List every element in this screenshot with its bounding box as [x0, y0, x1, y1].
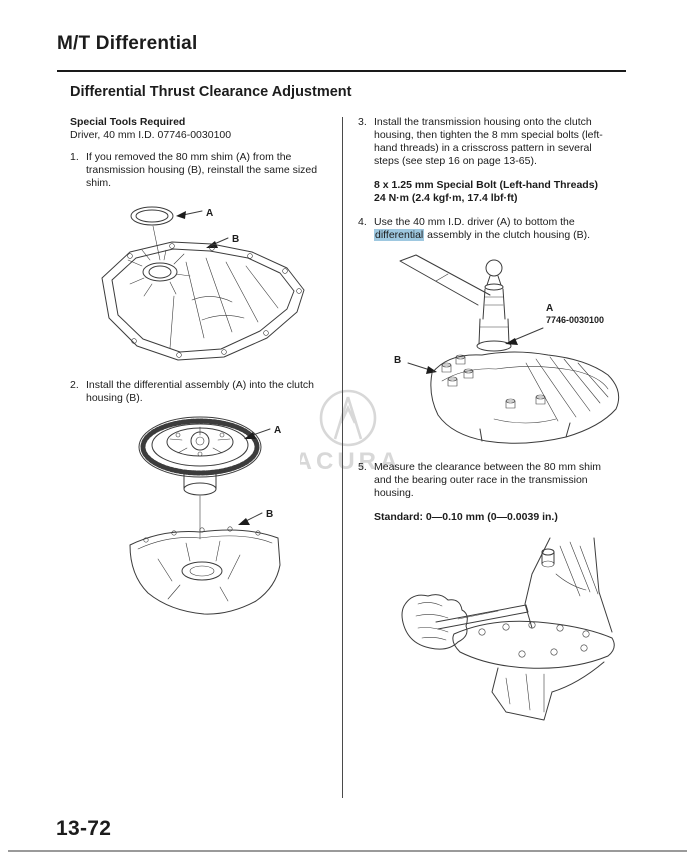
step-2-number: 2.	[70, 379, 79, 391]
figure-feeler-gauge-measurement	[398, 534, 644, 728]
step-2-text: Install the differential assembly (A) in…	[86, 379, 315, 404]
left-column: Special Tools Required Driver, 40 mm I.D…	[70, 116, 342, 625]
step-4-line2: assembly in the clutch housing (B).	[424, 229, 591, 241]
step-1-text: If you removed the 80 mm shim (A) from t…	[86, 151, 318, 189]
search-highlight: differential	[374, 229, 425, 241]
step-3: 3. Install the transmission housing onto…	[358, 116, 644, 168]
fig2-label-a: A	[274, 425, 281, 436]
header-rule	[57, 70, 626, 72]
step-1: 1. If you removed the 80 mm shim (A) fro…	[70, 151, 342, 190]
acura-caliper-icon	[333, 396, 363, 440]
step-4-text: Use the 40 mm I.D. driver (A) to bottom …	[374, 216, 644, 242]
fig3-tool-number: 7746-0030100	[546, 315, 604, 325]
fig3-label-a: A	[546, 303, 553, 314]
page-number: 13-72	[56, 817, 112, 840]
bolt-spec-line2: 24 N·m (2.4 kgf·m, 17.4 lbf·ft)	[374, 192, 518, 204]
step-2: 2. Install the differential assembly (A)…	[70, 379, 342, 405]
step-5-number: 5.	[358, 461, 367, 473]
step-3-number: 3.	[358, 116, 367, 128]
right-column: 3. Install the transmission housing onto…	[358, 116, 644, 728]
bolt-spec-line1: 8 x 1.25 mm Special Bolt (Left-hand Thre…	[374, 179, 599, 191]
step-1-number: 1.	[70, 151, 79, 163]
special-tools-heading: Special Tools Required	[70, 116, 186, 128]
fig3-label-b: B	[394, 355, 401, 366]
standard-spec: Standard: 0—0.10 mm (0—0.0039 in.)	[374, 511, 558, 523]
fig1-label-a: A	[206, 208, 213, 219]
figure-driver-in-clutch-housing: A 7746-0030100 B	[386, 251, 644, 453]
acura-watermark: ACURA	[295, 388, 397, 483]
footer-rule	[8, 850, 687, 852]
section-title: Differential Thrust Clearance Adjustment	[70, 84, 352, 100]
step-4: 4. Use the 40 mm I.D. driver (A) to bott…	[358, 216, 644, 242]
step-5: 5. Measure the clearance between the 80 …	[358, 461, 644, 500]
bolt-spec: 8 x 1.25 mm Special Bolt (Left-hand Thre…	[374, 179, 644, 205]
fig2-label-b: B	[266, 509, 273, 520]
acura-logo-circle-icon	[319, 389, 377, 447]
figure-differential-into-clutch-housing: A B	[108, 409, 342, 625]
figure-shim-transmission-housing: A B	[82, 200, 342, 369]
step-5-text: Measure the clearance between the 80 mm …	[374, 461, 602, 499]
step-3-text: Install the transmission housing onto th…	[374, 116, 603, 167]
shim-outline	[130, 206, 174, 226]
step-4-line1: Use the 40 mm I.D. driver (A) to bottom …	[374, 216, 575, 228]
fig1-label-b: B	[232, 234, 239, 245]
special-tools-item: Driver, 40 mm I.D. 07746-0030100	[70, 129, 232, 141]
special-tools-block: Special Tools Required Driver, 40 mm I.D…	[70, 116, 342, 142]
column-divider	[342, 117, 343, 798]
page-title: M/T Differential	[57, 33, 198, 54]
step-4-number: 4.	[358, 216, 367, 228]
acura-watermark-text: ACURA	[300, 448, 396, 475]
